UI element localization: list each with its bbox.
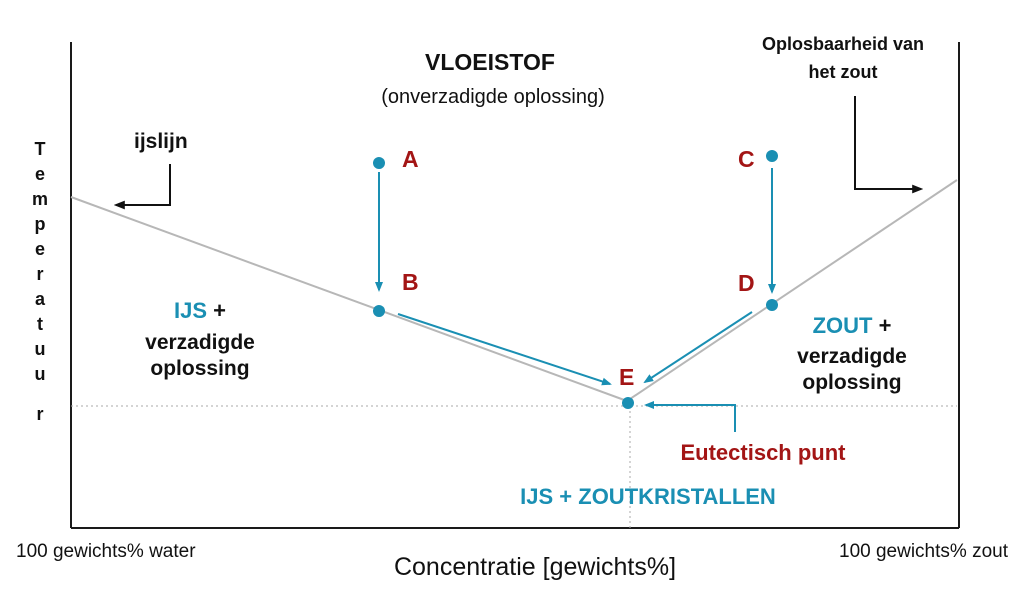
x-axis-title: Concentratie [gewichts%]: [394, 553, 676, 581]
point-d: [766, 299, 778, 311]
left-region-line3: oplossing: [150, 357, 249, 380]
bottom-region-label: IJS + ZOUTKRISTALLEN: [520, 484, 776, 509]
liquid-title: VLOEISTOF: [425, 49, 555, 75]
y-axis-letter: e: [35, 239, 45, 259]
x-axis-right-end-label: 100 gewichts% zout: [839, 541, 1009, 562]
ice-line-label: ijslijn: [134, 130, 188, 153]
right-region-plus: +: [879, 313, 892, 338]
point-d-label: D: [738, 270, 755, 296]
y-axis-letter: T: [35, 139, 46, 159]
ice-line-pointer-arrow: [113, 164, 171, 210]
y-axis-letter: e: [35, 164, 45, 184]
point-b: [373, 305, 385, 317]
point-c-label: C: [738, 146, 755, 172]
solubility-curve: [626, 179, 958, 402]
right-region-title: ZOUT +: [813, 313, 892, 338]
y-axis-letter: a: [35, 289, 46, 309]
y-axis-title: T e m p e r a t u u r: [32, 139, 48, 424]
eutectic-point-label: Eutectisch punt: [680, 440, 846, 465]
left-region-plus: +: [213, 298, 226, 323]
y-axis-letter: m: [32, 189, 48, 209]
left-region-ice: IJS: [174, 298, 207, 323]
left-region-line2: verzadigde: [145, 331, 255, 354]
arrow-eutectic-pointer: [644, 401, 736, 432]
right-region-line2: verzadigde: [797, 345, 907, 368]
liquid-subtitle: (onverzadigde oplossing): [381, 86, 604, 108]
solubility-label-line2: het zout: [809, 62, 878, 82]
arrow-b-to-e: [397, 313, 612, 386]
solubility-pointer-arrow: [854, 96, 924, 194]
ice-line-curve: [70, 196, 628, 402]
point-b-label: B: [402, 269, 419, 295]
left-region-title: IJS +: [174, 298, 226, 323]
point-e-label: E: [619, 364, 634, 390]
y-axis-letter: p: [35, 214, 46, 234]
y-axis-letter: u: [35, 339, 46, 359]
y-axis-letter: r: [36, 404, 43, 424]
solubility-label-line1: Oplosbaarheid van: [762, 34, 924, 54]
right-region-line3: oplossing: [802, 371, 901, 394]
right-region-salt: ZOUT: [813, 313, 873, 338]
point-c: [766, 150, 778, 162]
y-axis-letter: r: [36, 264, 43, 284]
point-e: [622, 397, 634, 409]
y-axis-letter: t: [37, 314, 43, 334]
x-axis-left-end-label: 100 gewichts% water: [16, 541, 196, 562]
arrow-d-to-e: [643, 311, 753, 384]
point-a-label: A: [402, 146, 419, 172]
point-a: [373, 157, 385, 169]
y-axis-letter: u: [35, 364, 46, 384]
